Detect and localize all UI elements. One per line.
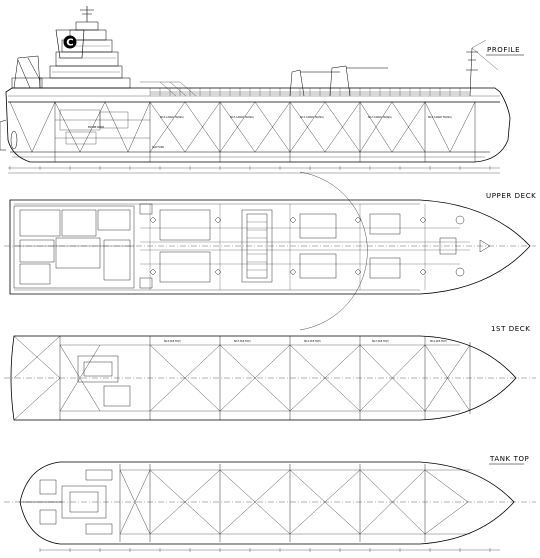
stanchions: [149, 88, 461, 96]
tank-top-diagonals: [119, 469, 469, 535]
first-deck-tank-label: NO.5 W.B.TK(P): [234, 340, 251, 343]
profile-tank-diagonals: [9, 101, 476, 153]
manholes: [149, 216, 427, 276]
profile-title: PROFILE: [487, 46, 520, 54]
accommodation-plan: [13, 205, 135, 289]
slop-tank-label: SLOP TANK: [152, 146, 165, 149]
tank-top-title: TANK TOP: [489, 455, 529, 463]
profile-tank-label: NO.6 CARGO TK(P&S): [160, 116, 184, 119]
tank-top-outline: [19, 461, 515, 545]
forecastle-equipment: [439, 215, 491, 277]
upper-deck-outline: [9, 199, 531, 295]
profile-tank-label: NO.5 CARGO TK(P&S): [230, 116, 254, 119]
first-deck-tank-label: NO.2 W.B.TK(P): [430, 340, 447, 343]
deck-equipment: [289, 39, 499, 97]
tank-top-bulkheads: [119, 464, 426, 542]
funnel: C: [55, 29, 85, 59]
first-deck-tank-label: NO.4 W.B.TK(P): [304, 340, 321, 343]
first-deck-view: 1ST DECK NO.6 W.B.TK(P) NO.5 W.: [4, 325, 536, 421]
funnel-mark: C: [66, 38, 73, 49]
first-deck-outline: [10, 335, 517, 421]
crane-swing-arc: [299, 171, 368, 331]
upper-deck-view: UPPER DECK: [4, 171, 536, 331]
profile-tank-label: NO.2 CARGO TK(P&S): [428, 116, 452, 119]
first-deck-tank-label: NO.3 W.B.TK(P): [372, 340, 389, 343]
deck-hatches: [139, 203, 401, 289]
upper-deck-piping: [140, 227, 470, 265]
tank-top-frame-scale: [39, 548, 500, 552]
stern-crane: [11, 55, 43, 89]
first-deck-engine-room: [77, 355, 131, 407]
engine-room-framing: [55, 109, 150, 145]
tank-top-machinery: [20, 469, 113, 535]
first-deck-title: 1ST DECK: [491, 325, 531, 333]
profile-tank-label: NO.3 CARGO TK(P&S): [368, 116, 392, 119]
upper-deck-title: UPPER DECK: [486, 192, 536, 200]
rudder-propeller: [0, 119, 18, 151]
profile-tank-labels: NO.6 CARGO TK(P&S) NO.5 CARGO TK(P&S) NO…: [88, 116, 452, 149]
deck-piping: [140, 81, 470, 97]
first-deck-tank-label: NO.6 W.B.TK(P): [164, 340, 181, 343]
first-deck-diagonals: [13, 335, 471, 421]
profile-frame-scale: [8, 166, 500, 174]
upper-deck-frames: [149, 204, 426, 290]
profile-view: PROFILE: [0, 6, 524, 174]
superstructure: [39, 6, 131, 89]
profile-hull: [5, 87, 511, 163]
tank-top-view: TANK TOP: [4, 455, 536, 552]
engine-room-label: ENGINE ROOM: [88, 126, 104, 129]
profile-tank-label: NO.4 CARGO TK(P&S): [300, 116, 324, 119]
